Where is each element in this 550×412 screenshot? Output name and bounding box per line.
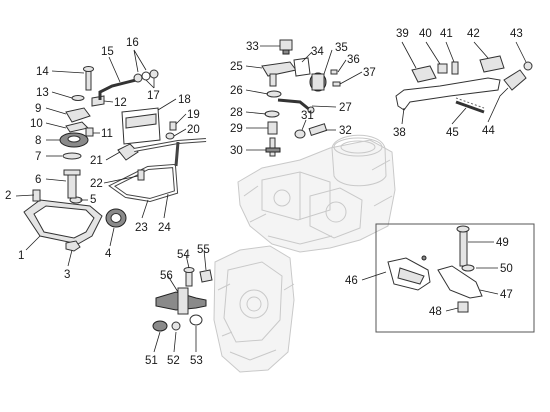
callout-5: 5 (90, 194, 96, 206)
callout-35: 35 (335, 42, 348, 54)
callout-52: 52 (167, 355, 180, 367)
callout-41: 41 (440, 28, 453, 40)
callout-26: 26 (230, 85, 243, 97)
callout-17: 17 (147, 90, 160, 102)
callout-33: 33 (246, 41, 259, 53)
callout-42: 42 (467, 28, 480, 40)
callout-37: 37 (363, 67, 376, 79)
parts-group-bottom (152, 267, 213, 332)
nut-part (65, 240, 81, 252)
callout-10: 10 (30, 118, 43, 130)
parts-group-left (23, 66, 207, 252)
callout-14: 14 (36, 66, 49, 78)
callout-3: 3 (64, 269, 70, 281)
callout-6: 6 (35, 174, 41, 186)
callout-20: 20 (187, 124, 200, 136)
callout-15: 15 (101, 46, 114, 58)
parts-group-center (261, 39, 341, 157)
callout-2: 2 (5, 190, 11, 202)
callout-4: 4 (105, 248, 112, 260)
callout-1: 1 (18, 250, 24, 262)
callout-19: 19 (187, 109, 200, 121)
screw-part (32, 189, 41, 202)
callout-39: 39 (396, 28, 409, 40)
callout-25: 25 (230, 61, 243, 73)
callout-29: 29 (230, 123, 243, 135)
callout-24: 24 (158, 222, 171, 234)
callout-54: 54 (177, 249, 190, 261)
callout-31: 31 (301, 110, 314, 122)
callout-21: 21 (90, 155, 103, 167)
callout-22: 22 (90, 178, 103, 190)
callout-45: 45 (446, 127, 459, 139)
callout-28: 28 (230, 107, 243, 119)
callout-40: 40 (419, 28, 432, 40)
callout-51: 51 (145, 355, 158, 367)
callout-53: 53 (190, 355, 203, 367)
callout-12: 12 (114, 97, 127, 109)
callout-30: 30 (230, 145, 243, 157)
callout-36: 36 (347, 54, 360, 66)
callout-18: 18 (178, 94, 191, 106)
callout-43: 43 (510, 28, 523, 40)
callout-11: 11 (101, 128, 113, 140)
callout-49: 49 (496, 237, 509, 249)
leader-lines (15, 41, 527, 353)
callout-32: 32 (339, 125, 352, 137)
callout-13: 13 (36, 87, 49, 99)
callout-48: 48 (429, 306, 442, 318)
callout-38: 38 (393, 127, 406, 139)
callout-23: 23 (135, 222, 148, 234)
callout-numbers: 1 2 3 4 5 6 7 8 9 10 11 12 13 14 15 16 1… (5, 28, 523, 367)
callout-9: 9 (35, 103, 41, 115)
callout-55: 55 (197, 244, 210, 256)
callout-47: 47 (500, 289, 513, 301)
callout-8: 8 (35, 135, 41, 147)
inset-detail-box (375, 223, 535, 333)
callout-44: 44 (482, 125, 495, 137)
callout-56: 56 (160, 270, 173, 282)
callout-34: 34 (311, 46, 324, 58)
shaft-part (67, 171, 77, 199)
engine-block-ghost (237, 134, 396, 253)
callout-16: 16 (126, 37, 139, 49)
callout-50: 50 (500, 263, 513, 275)
callout-27: 27 (339, 102, 352, 114)
crankcase-ghost (213, 245, 295, 373)
callout-7: 7 (35, 151, 41, 163)
callout-46: 46 (345, 275, 358, 287)
parts-group-right (395, 55, 533, 114)
